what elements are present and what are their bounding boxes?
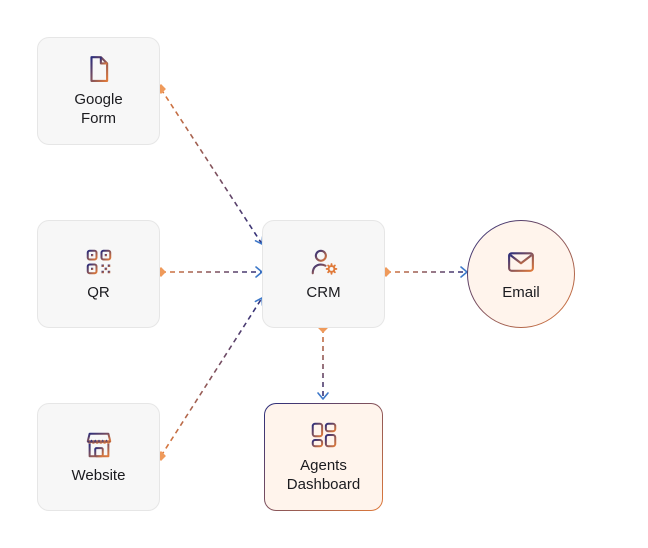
node-label: Website [71,466,126,484]
node-label: Agents Dashboard [286,457,361,493]
arrowhead [460,266,468,278]
dashboard-grid-icon [311,422,336,448]
edge-website-to-crm [156,297,264,461]
node-label: Email [502,283,540,301]
arrowhead [317,392,329,400]
node-agents-dashboard[interactable]: Agents Dashboard [264,403,383,511]
envelope-icon [508,251,534,272]
qr-code-icon [86,249,111,274]
edge-google-form-to-crm [156,84,264,245]
node-label: CRM [306,283,341,301]
edge-qr-to-crm [156,266,263,278]
node-email[interactable]: Email [467,220,575,328]
storefront-icon [86,432,111,457]
node-label: Google Form [74,91,123,127]
node-google-form[interactable]: Google Form [37,37,160,145]
node-website[interactable]: Website [37,403,160,511]
document-icon [89,56,108,82]
user-gear-icon [311,249,337,275]
edge-crm-to-email [381,266,468,278]
edge-crm-to-agents-dashboard [317,323,329,400]
node-label: QR [87,283,110,301]
node-qr[interactable]: QR [37,220,160,328]
node-crm[interactable]: CRM [262,220,385,328]
